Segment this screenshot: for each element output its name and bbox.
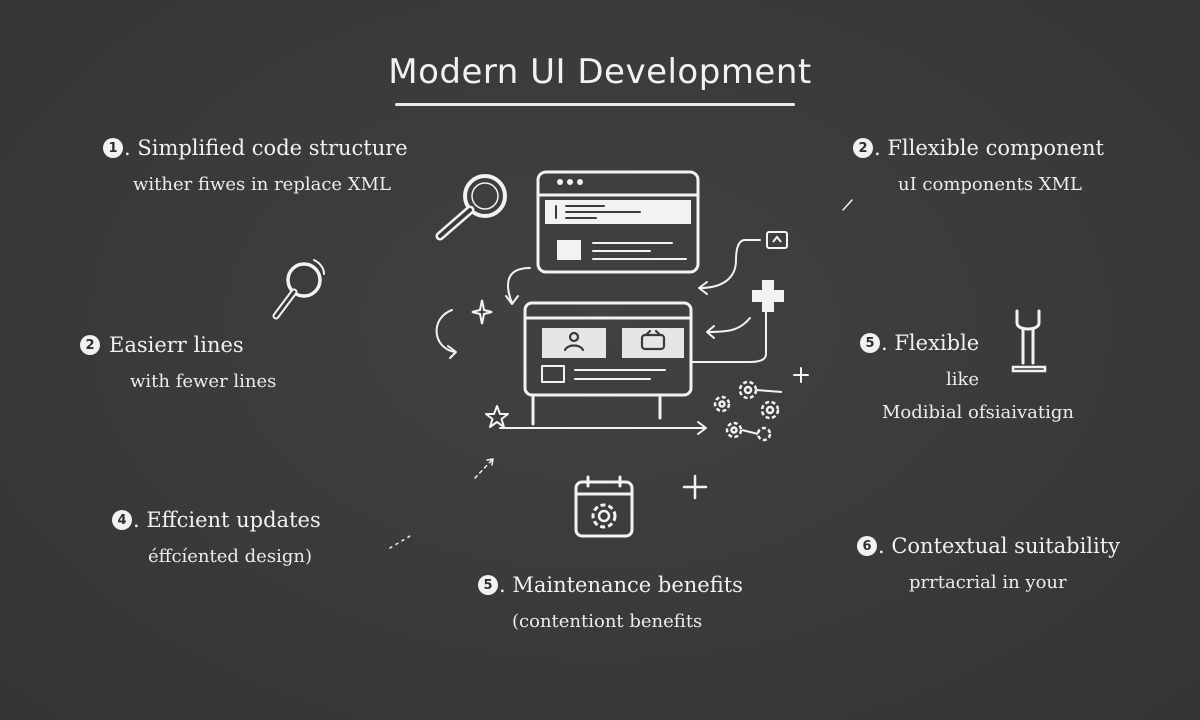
note-heading: . Contextual suitability — [878, 534, 1121, 558]
note-subtext: with fewer lines — [130, 371, 277, 392]
sparkle-icon — [471, 299, 493, 325]
sparkle-icon — [682, 474, 708, 500]
note-heading: . Maintenance benefits — [499, 573, 743, 597]
sparkle-icon — [793, 367, 809, 383]
browser-window-top — [536, 170, 700, 274]
small-window-icon — [766, 231, 788, 249]
note-subtext: wither fiwes in replace XML — [133, 174, 391, 195]
step-number-badge: 5 — [860, 333, 880, 353]
note-heading: . Flexible — [881, 331, 980, 355]
step-number-badge: 2 — [80, 335, 100, 355]
gears-icon — [713, 380, 783, 442]
step-number-badge: 5 — [478, 575, 498, 595]
browser-window-bottom — [523, 301, 693, 426]
step-number-badge: 1 — [103, 138, 123, 158]
note-contextual-suitability: 6 . Contextual suitability prrtacrial in… — [857, 534, 1120, 593]
note-subtext: prrtacrial in your — [909, 572, 1067, 593]
note-subtext: éffcíented design) — [148, 546, 312, 567]
note-flexible-component: 2 . Fllexible component uI components XM… — [853, 136, 1104, 195]
note-subtext: like — [946, 369, 980, 390]
plus-icon — [752, 280, 784, 312]
wrench-icon — [1011, 309, 1047, 373]
step-number-badge: 6 — [857, 536, 877, 556]
note-efficient-updates: 4 . Effcient updates éffcíented design) — [112, 508, 321, 567]
magnifying-glass-icon — [272, 259, 325, 320]
step-number-badge: 2 — [853, 138, 873, 158]
note-subtext: uI components XML — [898, 174, 1082, 195]
note-heading: . Fllexible component — [874, 136, 1104, 160]
title-underline — [395, 103, 795, 106]
note-subtext: (contentiont benefits — [512, 611, 703, 632]
step-number-badge: 4 — [112, 510, 132, 530]
note-flexible: 5 . Flexible like Modibial ofsiaivatign — [860, 331, 1074, 423]
note-subtext-second: Modibial ofsiaivatign — [882, 402, 1075, 423]
note-maintenance-benefits: 5 . Maintenance benefits (contentiont be… — [478, 573, 743, 632]
note-easier-lines: 2 Easierr lines with fewer lines — [80, 333, 276, 392]
calendar-gear-icon — [574, 475, 634, 538]
star-icon — [485, 405, 509, 428]
note-simplified-code: 1 . Simplified code structure wither fiw… — [103, 136, 408, 195]
note-heading: . Effcient updates — [133, 508, 321, 532]
page-title: Modern UI Development — [388, 52, 812, 92]
note-heading: Easierr lines — [109, 333, 244, 357]
magnifying-glass-icon — [435, 174, 507, 241]
note-heading: . Simplified code structure — [124, 136, 408, 160]
